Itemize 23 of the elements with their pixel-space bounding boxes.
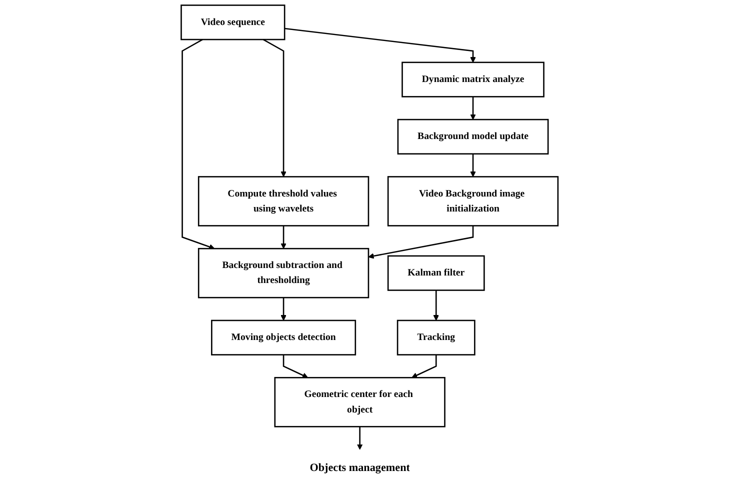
arrow <box>434 290 440 321</box>
node-text: Objects management <box>310 461 410 474</box>
node-box: Background model update <box>398 118 550 155</box>
arrow <box>281 226 287 249</box>
node-box: Geometric center for each object <box>274 376 446 428</box>
node-box: Moving objects detection <box>211 320 356 356</box>
node-box: Dynamic matrix analyze <box>402 62 545 98</box>
arrow <box>412 354 438 378</box>
node-box: Video Background image initialization <box>388 176 559 226</box>
node-box: Background subtraction and thresholding <box>198 248 370 298</box>
arrow <box>470 96 476 120</box>
arrow <box>470 154 476 177</box>
node-box: Tracking <box>397 320 476 356</box>
arrow <box>263 38 287 177</box>
node-box: Video sequence <box>180 4 286 40</box>
arrow <box>283 354 308 378</box>
node-box: Kalman filter <box>388 255 486 291</box>
node-box: Compute threshold values using wavelets <box>198 176 370 226</box>
arrow <box>281 298 287 321</box>
arrow <box>357 426 364 450</box>
arrow <box>284 28 476 63</box>
arrow <box>368 226 474 259</box>
arrow <box>182 38 216 250</box>
